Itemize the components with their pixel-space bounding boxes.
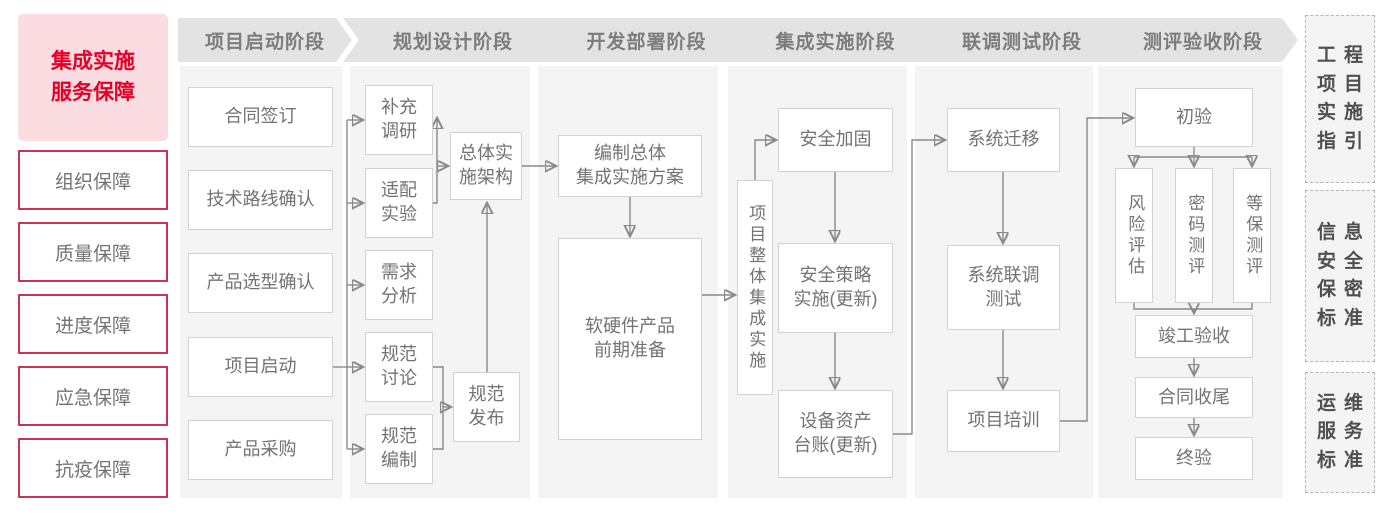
node-spec-discussion: 规范 讨论: [365, 332, 433, 402]
sidebar-item-quality-guarantee: 质量保障: [18, 222, 168, 282]
node-spec-drafting: 规范 编制: [365, 414, 433, 484]
standard-box-information-security-confidentiality: 信息 安全 保密 标准: [1305, 190, 1375, 362]
node-initial-acceptance: 初验: [1135, 88, 1253, 147]
node-risk-assessment: 风险评估: [1115, 168, 1153, 303]
node-overall-integration-implementation: 项目整体集成实施: [737, 180, 773, 395]
node-supplementary-research: 补充 调研: [365, 85, 433, 155]
node-system-joint-testing: 系统联调 测试: [947, 245, 1060, 330]
phase-header-evaluation-acceptance: 测评验收阶段: [1100, 18, 1298, 62]
standard-box-operation-maintenance-service: 运维 服务 标准: [1305, 372, 1375, 493]
node-product-procurement: 产品采购: [188, 420, 333, 480]
sidebar-item-organization-guarantee: 组织保障: [18, 150, 168, 210]
node-equipment-asset-ledger: 设备资产 台账(更新): [778, 390, 893, 478]
node-hardware-software-preparation: 软硬件产品 前期准备: [558, 238, 702, 440]
standard-box-project-implementation-guide: 工程 项目 实施 指引: [1305, 15, 1375, 183]
phase-header-planning-design: 规划设计阶段: [343, 18, 555, 62]
node-system-migration: 系统迁移: [947, 108, 1060, 172]
node-overall-implementation-architecture: 总体实 施架构: [450, 132, 522, 200]
node-requirements-analysis: 需求 分析: [365, 250, 433, 320]
sidebar-title: 集成实施 服务保障: [18, 14, 168, 141]
node-contract-closure: 合同收尾: [1135, 377, 1253, 418]
phase-header-integration-implementation: 集成实施阶段: [727, 18, 936, 62]
node-contract-signing: 合同签订: [188, 87, 333, 147]
node-completion-acceptance: 竣工验收: [1135, 315, 1253, 358]
node-spec-release: 规范 发布: [453, 372, 520, 442]
node-tech-route-confirmation: 技术路线确认: [188, 170, 333, 230]
node-adaptation-test: 适配 实验: [365, 168, 433, 238]
node-project-kickoff: 项目启动: [188, 337, 333, 397]
node-final-acceptance: 终验: [1135, 437, 1253, 480]
node-security-hardening: 安全加固: [778, 108, 893, 172]
node-cryptography-evaluation: 密码测评: [1175, 168, 1213, 303]
phase-header-joint-testing: 联调测试阶段: [916, 18, 1120, 62]
sidebar-item-schedule-guarantee: 进度保障: [18, 294, 168, 354]
node-product-selection-confirmation: 产品选型确认: [188, 253, 333, 313]
phase-header-project-kickoff: 项目启动阶段: [178, 18, 352, 62]
sidebar-item-epidemic-guarantee: 抗疫保障: [18, 438, 168, 498]
node-compile-overall-integration-plan: 编制总体 集成实施方案: [558, 135, 702, 197]
node-security-policy-implementation: 安全策略 实施(更新): [778, 243, 893, 333]
node-classified-protection-evaluation: 等保测评: [1233, 168, 1271, 303]
node-project-training: 项目培训: [947, 390, 1060, 452]
phase-header-development-deployment: 开发部署阶段: [537, 18, 748, 62]
sidebar-item-emergency-guarantee: 应急保障: [18, 366, 168, 426]
